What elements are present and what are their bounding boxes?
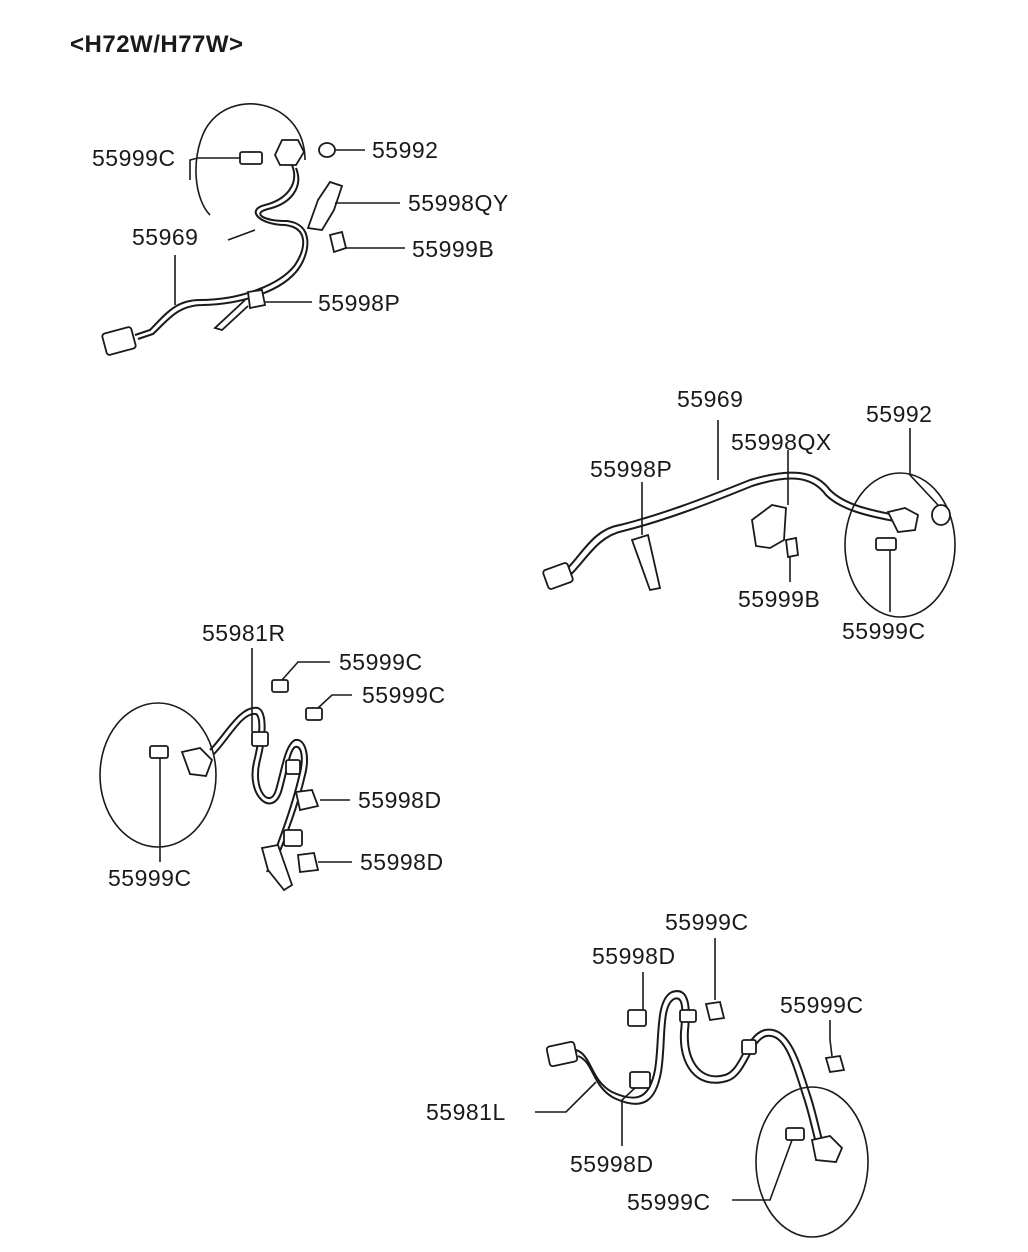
washer-55992 <box>931 504 951 526</box>
label-55999b-front-left: 55999B <box>412 236 494 262</box>
label-55981l: 55981L <box>426 1099 506 1125</box>
bolt-55999c <box>305 707 323 721</box>
sensor-cable <box>575 990 823 1141</box>
cable-clip <box>741 1039 757 1055</box>
label-55998qy: 55998QY <box>408 190 509 216</box>
washer-55992 <box>318 142 336 158</box>
wheel-hub-outline <box>844 472 956 618</box>
label-55999c-rear-left-1: 55999C <box>665 909 749 935</box>
bracket-55998qy <box>306 180 344 231</box>
label-55998p-front-right: 55998P <box>590 456 672 482</box>
wheel-hub-outline <box>99 702 217 848</box>
cable-clip <box>285 759 301 775</box>
label-55999c-rear-left-3: 55999C <box>627 1189 711 1215</box>
front-right-assembly <box>542 420 956 618</box>
bolt-55999c <box>704 1000 726 1022</box>
label-55969-front-left: 55969 <box>132 224 198 250</box>
clip-55998p <box>213 288 267 332</box>
bolt-55999c <box>271 679 289 693</box>
bolt-55999b <box>328 230 348 254</box>
label-55998d-rear-left-2: 55998D <box>570 1151 654 1177</box>
bolt-55999b <box>785 536 799 559</box>
label-55999c-front-left: 55999C <box>92 145 176 171</box>
bolt-55999c <box>785 1127 805 1141</box>
grommet-55998d <box>297 852 320 873</box>
wheel-speed-sensor <box>810 1135 844 1163</box>
label-55998d-rear-right-1: 55998D <box>358 787 442 813</box>
grommet-55998d <box>627 1009 647 1027</box>
grommet-55998d <box>629 1071 651 1089</box>
diagram-title: <H72W/H77W> <box>70 31 244 58</box>
sensor-cable <box>559 471 896 576</box>
wheel-speed-sensor <box>886 507 920 533</box>
label-55998d-rear-left-1: 55998D <box>592 943 676 969</box>
rear-right-assembly <box>99 648 352 892</box>
label-55999c-rear-left-2: 55999C <box>780 992 864 1018</box>
harness-connector <box>542 562 574 590</box>
wheel-speed-sensor <box>180 747 214 777</box>
bracket-plate <box>260 843 294 892</box>
bolt-55999c <box>875 537 897 551</box>
label-55992-front-right: 55992 <box>866 401 932 427</box>
wheel-speed-sensor <box>274 139 306 166</box>
label-55999c-rear-right-3: 55999C <box>108 865 192 891</box>
sensor-cable <box>134 164 305 336</box>
wheel-hub-outline <box>195 103 306 216</box>
grommet-55998d <box>294 789 320 812</box>
rear-left-assembly <box>535 938 869 1238</box>
harness-connector <box>101 326 137 356</box>
label-55981r: 55981R <box>202 620 286 646</box>
clip-55998p <box>630 533 662 592</box>
bolt-55999c <box>149 745 169 759</box>
label-55969-front-right: 55969 <box>677 386 743 412</box>
label-55998qx: 55998QX <box>731 429 832 455</box>
front-left-assembly <box>101 103 405 356</box>
bolt-55999c <box>824 1054 846 1074</box>
label-55998p-front-left: 55998P <box>318 290 400 316</box>
bolt-55999c <box>239 151 263 165</box>
label-55998d-rear-right-2: 55998D <box>360 849 444 875</box>
label-55999b-front-right: 55999B <box>738 586 820 612</box>
cable-clip <box>251 731 269 747</box>
label-55999c-rear-right-1: 55999C <box>339 649 423 675</box>
wheel-hub-outline <box>755 1086 869 1238</box>
label-55999c-front-right: 55999C <box>842 618 926 644</box>
harness-connector <box>545 1040 579 1068</box>
sensor-cable <box>209 706 308 871</box>
label-55992-front-left: 55992 <box>372 137 438 163</box>
cable-clip <box>283 829 303 847</box>
cable-clip <box>679 1009 697 1023</box>
bracket-55998qx <box>751 504 787 549</box>
label-55999c-rear-right-2: 55999C <box>362 682 446 708</box>
